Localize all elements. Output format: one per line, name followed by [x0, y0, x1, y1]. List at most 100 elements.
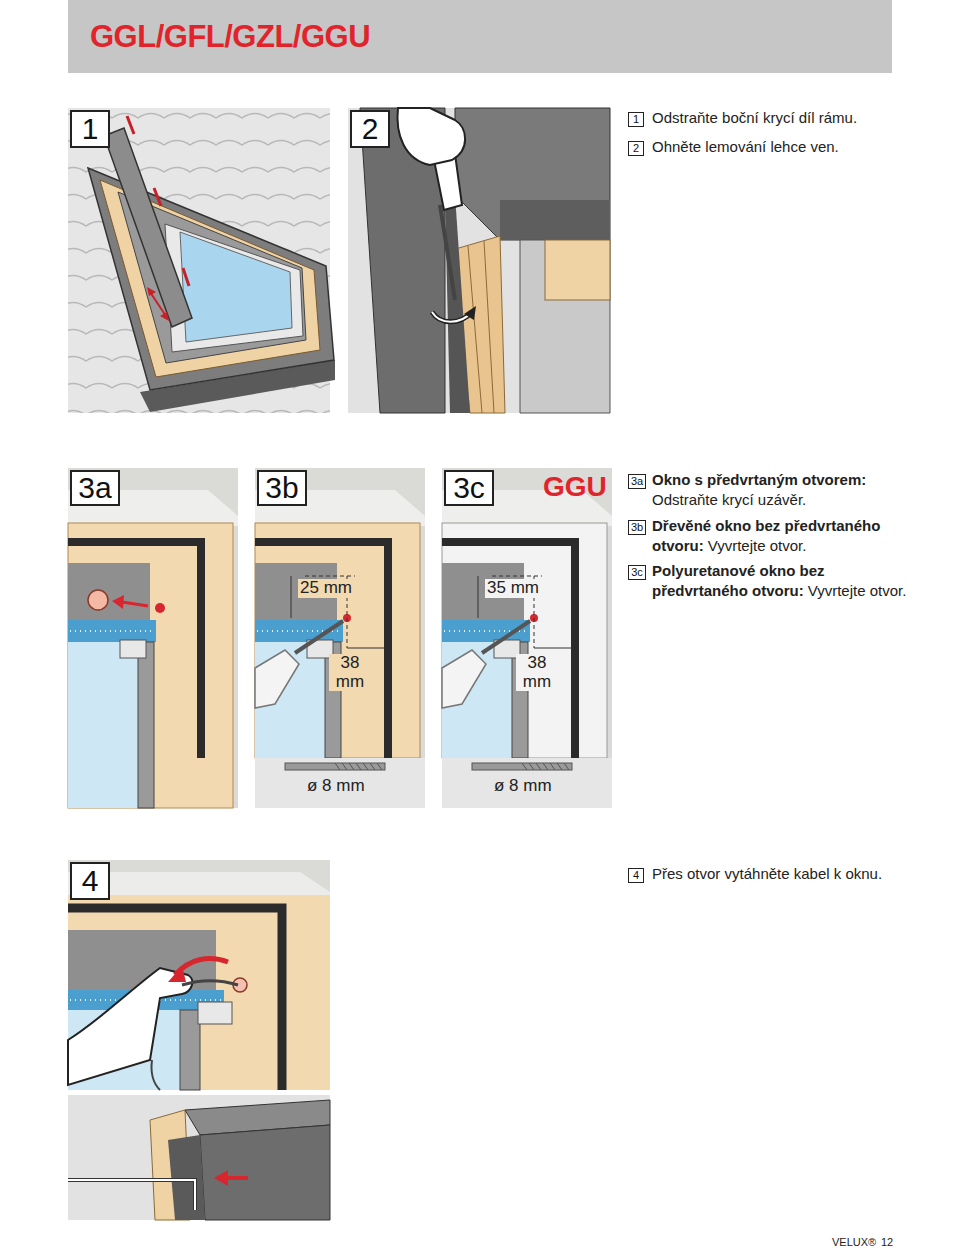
dimension-label: 38 mm	[329, 654, 371, 691]
step-number: 3c	[631, 567, 643, 578]
dimension-label: 25 mm	[298, 579, 354, 598]
panel-cable-flashing-part	[68, 1180, 195, 1210]
window-frame-details-part	[442, 650, 486, 708]
panel-pull-cable-part	[198, 1002, 232, 1024]
step-number: 3c	[453, 473, 485, 503]
panel-pull-cable-part	[68, 908, 282, 1090]
panel-bend-flashing-part	[348, 108, 610, 413]
window-frame-details-part	[122, 602, 148, 606]
window-frame-details-part	[557, 763, 562, 770]
panel-cable-flashing-part	[68, 1180, 195, 1210]
step-marker: 1	[628, 112, 644, 127]
window-frame-details-part	[255, 758, 425, 808]
panel-pull-cable-part	[168, 966, 186, 982]
panel-pull-cable	[68, 860, 330, 1090]
window-frame-details-part	[155, 603, 165, 613]
instruction-text: Odstraňte boční krycí díl rámu.	[652, 109, 857, 126]
step-number: 1	[82, 114, 99, 144]
window-frame-details-part	[255, 468, 425, 808]
step-marker: 2	[628, 141, 644, 156]
dimension-label: 38 mm	[516, 654, 558, 691]
window-frame-details-part	[68, 642, 138, 808]
step-marker: 3a	[628, 474, 646, 489]
window-frame-details-part	[255, 650, 299, 708]
window-frame-details-part	[564, 763, 569, 770]
window-frame-details-part	[138, 642, 154, 808]
instruction-text: Přes otvor vytáhněte kabel k oknu.	[652, 865, 882, 882]
step-number: 3b	[265, 473, 298, 503]
step-badge: 4	[70, 862, 110, 900]
window-frame-details-part	[68, 468, 238, 808]
panel-remove-cover-part	[150, 292, 166, 316]
window-frame-details-part	[335, 763, 340, 770]
step-badge: 2	[350, 110, 390, 148]
roof-tiles	[68, 114, 330, 414]
window-frame-details-part	[68, 523, 233, 808]
panel-cable-flashing-part	[214, 1170, 228, 1186]
panel-bend-flashing-part	[445, 195, 470, 413]
roof-tiles-part	[68, 168, 330, 173]
instruction-text: Vyvrtejte otvor.	[708, 537, 807, 554]
instruction-heading: Polyuretanové okno bez předvrtaného otvo…	[652, 562, 825, 599]
window-frame-details-part	[534, 648, 572, 649]
step-number: 4	[633, 870, 639, 881]
panel-remove-cover-part	[104, 128, 192, 327]
drill-size-label: ø 8 mm	[305, 777, 367, 796]
instruction-text: Okno s předvrtaným otvorem:Odstraňte kry…	[652, 470, 914, 510]
instruction-text: Ohněte lemování lehce ven.	[652, 138, 839, 155]
panel-cable-flashing-part	[200, 1125, 330, 1220]
window-frame-details	[68, 468, 612, 808]
panel-pull-cable-part	[68, 860, 330, 1090]
window-frame-details-part	[536, 763, 541, 770]
panel-cable-flashing-part	[68, 1095, 330, 1220]
window-frame-details-part	[342, 763, 347, 770]
panel-remove-cover-part	[183, 268, 189, 286]
window-frame-details-part	[472, 763, 572, 770]
window-frame-details-part	[478, 576, 479, 618]
panel-remove-cover-part	[88, 168, 334, 390]
step-badge: 3c	[444, 470, 494, 506]
step-number: 3b	[631, 522, 643, 533]
window-frame-details-part	[255, 642, 325, 758]
window-frame-details-part	[255, 523, 420, 758]
instruction-text: Dřevěné okno bez předvrtaného otvoru:Vyv…	[652, 516, 914, 556]
step-marker: 3c	[628, 565, 646, 580]
window-frame-details-part	[347, 648, 385, 649]
window-frame-details-part	[550, 763, 555, 770]
window-frame-details-part	[370, 763, 375, 770]
instruction-heading: Okno s předvrtaným otvorem:	[652, 471, 866, 488]
step-number: 2	[362, 114, 379, 144]
brand-label: VELUX®	[832, 1236, 876, 1248]
window-frame-details-part	[68, 620, 156, 642]
window-frame-details-part	[442, 523, 607, 758]
window-frame-details-part	[295, 621, 343, 653]
step-number: 1	[633, 114, 639, 125]
step-number: 3a	[631, 476, 643, 487]
panel-remove-cover-part	[160, 312, 169, 321]
window-frame-details-part	[529, 763, 534, 770]
step-number: 3a	[78, 473, 111, 503]
model-label: GGU	[543, 472, 607, 503]
panel-cable-flashing-part	[226, 1176, 248, 1180]
step-badge: 1	[70, 110, 110, 148]
panel-bend-flashing-part	[520, 240, 610, 413]
panel-bend-flashing-part	[484, 241, 494, 413]
page-number: 12	[881, 1236, 893, 1248]
instruction-text: Přes otvor vytáhněte kabel k oknu.	[652, 864, 914, 884]
step-marker: 3b	[628, 520, 646, 535]
dimension-label: 35 mm	[485, 579, 541, 598]
instruction-text: Vyvrtejte otvor.	[808, 582, 907, 599]
header-band	[68, 0, 892, 73]
step-badge: 3a	[70, 470, 120, 506]
window-frame-details-part	[482, 621, 530, 653]
window-frame-details-part	[349, 763, 354, 770]
step-number: 2	[633, 143, 639, 154]
panel-bend-flashing-part	[468, 246, 482, 413]
panel-bend-flashing-part	[545, 240, 610, 300]
roof-tiles-part	[68, 411, 330, 414]
panel-remove-cover-part	[180, 232, 292, 342]
panel-remove-cover-part	[154, 188, 161, 206]
panel-bend-flashing	[348, 108, 610, 413]
